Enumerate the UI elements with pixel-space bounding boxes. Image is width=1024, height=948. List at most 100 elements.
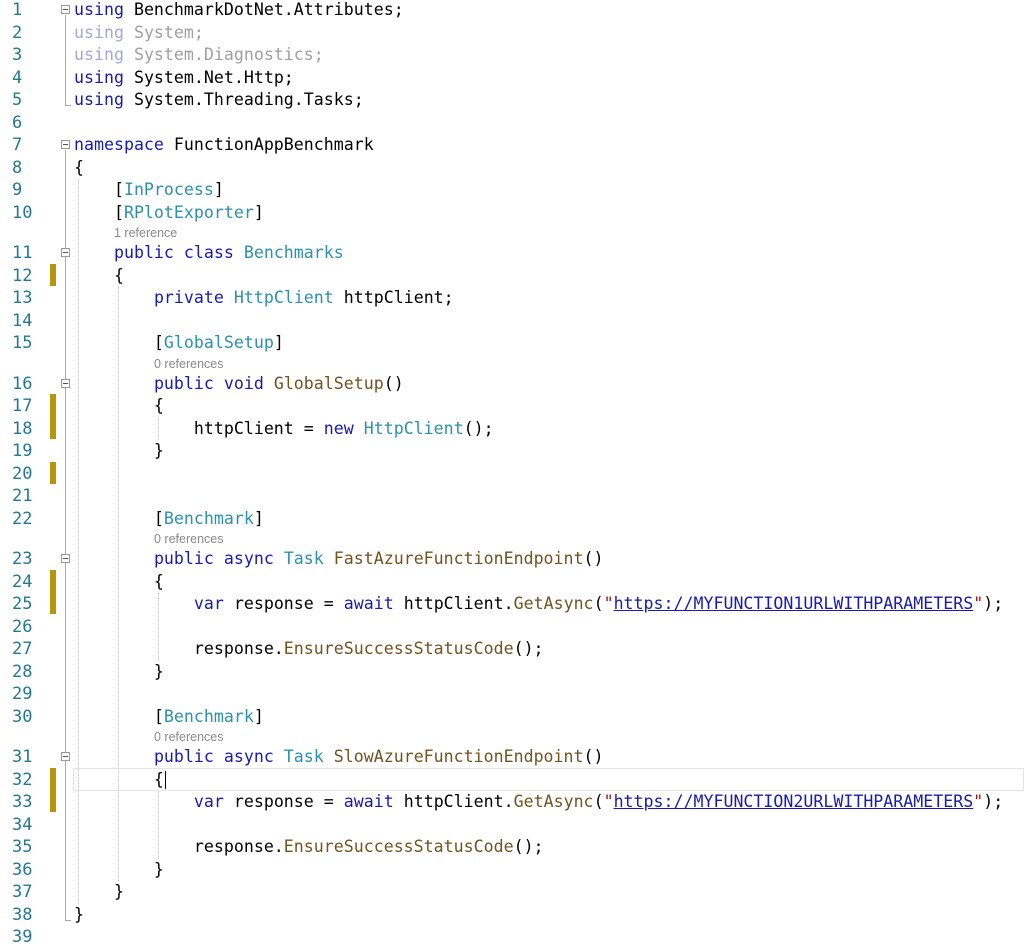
code-line[interactable]: } [74, 440, 164, 462]
code-line[interactable]: { [74, 157, 84, 179]
line-number: 29 [12, 684, 33, 704]
code-line[interactable]: private HttpClient httpClient; [74, 287, 454, 309]
collapse-toggle-icon[interactable] [61, 5, 70, 14]
code-line[interactable]: { [74, 769, 164, 791]
code-token: " [973, 594, 984, 613]
line-number: 12 [12, 265, 33, 286]
codelens-references[interactable]: 1 reference [114, 226, 178, 240]
code-line[interactable]: { [74, 571, 164, 593]
code-token: response = [233, 594, 344, 613]
url-link[interactable]: https://MYFUNCTION2URLWITHPARAMETERS [613, 792, 974, 811]
indent-guide [78, 178, 79, 904]
line-number: 10 [12, 202, 33, 223]
code-token: System; [133, 22, 204, 42]
code-token: GlobalSetup [273, 373, 384, 393]
code-token: " [603, 594, 614, 613]
code-token: using [74, 22, 134, 42]
code-line[interactable]: public async Task FastAzureFunctionEndpo… [74, 548, 604, 570]
code-line[interactable]: } [74, 661, 164, 683]
collapse-toggle-icon[interactable] [61, 140, 70, 149]
change-marker [50, 569, 56, 614]
codelens-references[interactable]: 0 references [154, 356, 224, 371]
line-number: 3 [12, 45, 23, 65]
code-line[interactable]: { [74, 395, 164, 417]
code-token: } [74, 441, 164, 460]
url-link[interactable]: https://MYFUNCTION1URLWITHPARAMETERS [613, 594, 974, 613]
code-line[interactable]: using BenchmarkDotNet.Attributes; [74, 0, 404, 21]
code-line[interactable]: using System.Threading.Tasks; [74, 89, 364, 111]
code-token: " [603, 792, 614, 811]
line-number: 36 [12, 859, 33, 880]
code-token: () [583, 549, 604, 568]
codelens-references[interactable]: 0 references [154, 532, 224, 546]
code-token: [ [74, 706, 164, 726]
code-token: (); [513, 639, 544, 658]
code-token: public async [153, 549, 284, 568]
code-line[interactable]: namespace FunctionAppBenchmark [74, 134, 374, 156]
code-token: Task [283, 747, 334, 766]
code-token: var [193, 792, 234, 811]
code-line[interactable]: [InProcess] [74, 179, 224, 201]
code-line[interactable]: using System.Net.Http; [74, 67, 294, 89]
code-token: private [153, 288, 234, 307]
line-number: 6 [12, 112, 23, 133]
line-number: 26 [12, 616, 33, 637]
change-marker [50, 394, 56, 439]
code-token: var [193, 594, 234, 613]
line-number: 32 [12, 769, 33, 790]
code-line[interactable]: using System.Diagnostics; [74, 44, 324, 66]
code-token: () [583, 747, 604, 766]
code-token: GetAsync [513, 792, 594, 811]
code-line[interactable]: } [74, 904, 84, 926]
code-token [74, 594, 194, 613]
code-token: httpClient = [74, 418, 324, 438]
code-token: using [74, 0, 134, 19]
line-number: 15 [12, 333, 33, 353]
code-token: await [343, 792, 404, 811]
code-token [74, 374, 154, 393]
code-line[interactable]: httpClient = new HttpClient(); [74, 418, 494, 440]
code-token: GlobalSetup [163, 333, 274, 352]
codelens-references[interactable]: 0 references [154, 730, 224, 744]
code-token: SlowAzureFunctionEndpoint [333, 747, 584, 766]
code-token [74, 792, 194, 811]
collapse-toggle-icon[interactable] [61, 248, 70, 257]
code-line[interactable]: [Benchmark] [74, 706, 264, 728]
code-line[interactable]: public async Task SlowAzureFunctionEndpo… [74, 746, 604, 768]
line-number: 9 [12, 180, 23, 200]
code-token: (); [463, 418, 494, 438]
code-line[interactable]: } [74, 859, 164, 881]
line-number: 2 [12, 22, 23, 43]
code-line[interactable]: public void GlobalSetup() [74, 373, 404, 395]
code-token: { [74, 265, 124, 285]
code-line[interactable]: { [74, 265, 124, 287]
collapse-toggle-icon[interactable] [61, 378, 70, 388]
code-line[interactable]: response.EnsureSuccessStatusCode(); [74, 638, 544, 660]
code-line[interactable]: var response = await httpClient.GetAsync… [74, 791, 1003, 813]
code-token: HttpClient [363, 418, 464, 438]
text-caret [165, 770, 166, 789]
code-token: } [74, 904, 84, 924]
code-token: ( [593, 792, 604, 811]
indent-guide [118, 286, 119, 881]
code-line[interactable]: using System; [74, 22, 204, 44]
code-line[interactable]: [GlobalSetup] [74, 332, 284, 354]
code-line[interactable]: response.EnsureSuccessStatusCode(); [74, 836, 544, 858]
code-token: } [74, 882, 124, 901]
line-number: 33 [12, 792, 33, 812]
line-number: 21 [12, 486, 33, 506]
collapse-toggle-icon[interactable] [61, 752, 70, 761]
code-line[interactable]: var response = await httpClient.GetAsync… [74, 593, 1003, 615]
code-token [74, 243, 114, 262]
outline-line [65, 15, 66, 105]
code-line[interactable]: public class Benchmarks [74, 242, 344, 264]
code-token: await [343, 594, 404, 613]
code-token: Benchmark [163, 706, 254, 726]
code-line[interactable]: } [74, 881, 124, 903]
code-line[interactable]: [Benchmark] [74, 508, 264, 530]
code-token: response. [74, 639, 284, 658]
code-line[interactable]: [RPlotExporter] [74, 202, 264, 224]
line-number: 20 [12, 463, 33, 484]
collapse-toggle-icon[interactable] [61, 554, 70, 563]
code-token: using [74, 67, 134, 87]
